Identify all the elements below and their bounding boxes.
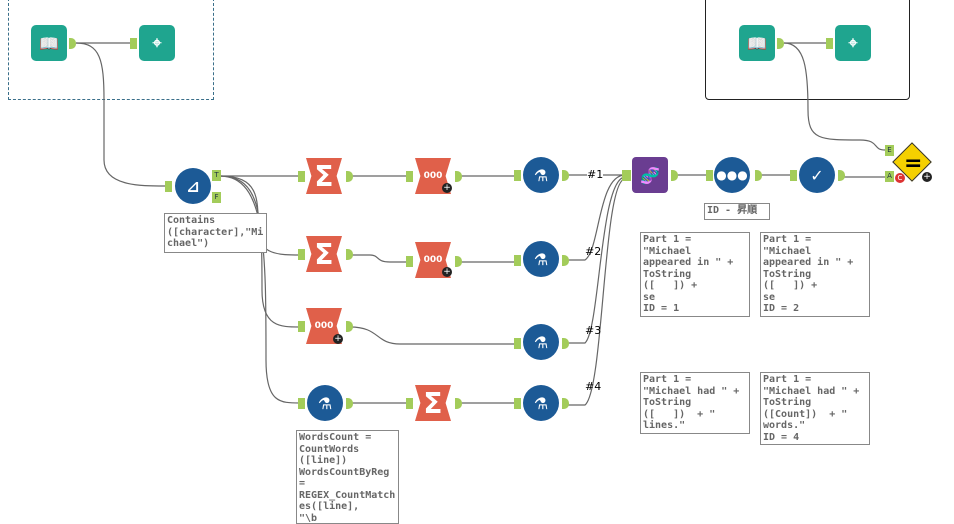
output-anchor[interactable] [455,256,462,267]
output-anchor[interactable] [69,38,76,49]
output-anchor[interactable] [562,170,569,181]
test-e-anchor[interactable]: E [885,145,894,156]
check-icon: ✓ [810,165,824,185]
input-anchor[interactable] [826,38,833,49]
input-data-tool[interactable]: 📖 [31,25,67,61]
filter-annotation: Contains ([character],"Mi chael") [164,213,267,253]
plus-icon: + [442,267,452,277]
wire-label-1: #1 [587,168,604,181]
binoculars-icon: ⌖ [152,33,162,52]
output-anchor[interactable] [671,170,678,181]
dna-icon: 🧬 [640,165,660,185]
book-icon: 📖 [39,33,59,53]
input-anchor[interactable] [298,321,305,332]
union-input-anchor[interactable] [622,170,631,181]
formula-words-annotation: WordsCount = CountWords ([line]) WordsCo… [296,430,399,524]
wire-label-2: #2 [585,245,602,258]
flask-icon: ⚗ [533,165,549,185]
input-anchor[interactable] [298,398,305,409]
flask-icon: ⚗ [317,393,333,413]
input-anchor[interactable] [298,249,305,260]
browse-tool-2[interactable]: ⌖ [835,25,871,61]
input-anchor[interactable] [514,255,521,266]
input-anchor[interactable] [790,170,797,181]
binoculars-icon: ⌖ [848,33,858,52]
test-c-badge: C [895,173,905,183]
input-data-tool-2[interactable]: 📖 [739,25,775,61]
output-anchor[interactable] [562,398,569,409]
formula-annotation-2: Part 1 = "Michael appeared in " + ToStri… [760,232,870,317]
output-anchor[interactable] [455,398,462,409]
plus-icon: + [922,172,932,182]
input-anchor[interactable] [514,398,521,409]
test-a-anchor[interactable]: A [885,171,894,182]
sample-icon: 000 [423,171,443,181]
filter-tool[interactable]: ⊿ [175,168,211,204]
select-tool[interactable]: ✓ [799,157,835,193]
input-anchor[interactable] [130,38,137,49]
output-anchor[interactable] [346,249,353,260]
union-tool[interactable]: 🧬 [632,157,668,193]
plus-icon: + [333,334,343,344]
summarize-tool-3[interactable]: Σ [415,385,451,421]
sample-icon: 000 [423,255,443,265]
formula-tool-1[interactable]: ⚗ [523,157,559,193]
output-anchor[interactable] [838,170,845,181]
filter-true-anchor[interactable]: T [212,170,221,181]
sigma-icon: Σ [314,237,334,271]
output-anchor[interactable] [755,170,762,181]
input-anchor[interactable] [514,170,521,181]
plus-icon: + [442,183,452,193]
equals-icon: = [904,151,923,176]
sigma-icon: Σ [314,159,334,193]
input-anchor[interactable] [165,181,172,192]
output-anchor[interactable] [455,171,462,182]
sort-tool[interactable]: ●●● [714,157,750,193]
book-icon: 📖 [747,33,767,53]
output-anchor[interactable] [562,255,569,266]
output-anchor[interactable] [346,321,353,332]
filter-false-anchor[interactable]: F [212,192,221,203]
formula-annotation-1: Part 1 = "Michael appeared in " + ToStri… [640,232,750,317]
sigma-icon: Σ [423,386,443,420]
input-anchor[interactable] [298,171,305,182]
output-anchor[interactable] [346,398,353,409]
input-anchor[interactable] [406,256,413,267]
sort-annotation: ID - 昇順 [704,203,770,220]
flask-icon: ⚗ [533,249,549,269]
input-anchor[interactable] [406,398,413,409]
input-anchor[interactable] [706,170,713,181]
flask-icon: ⚗ [533,393,549,413]
container-left[interactable] [8,0,214,100]
formula-tool-2[interactable]: ⚗ [523,241,559,277]
formula-tool-3[interactable]: ⚗ [523,324,559,360]
input-anchor[interactable] [406,171,413,182]
output-anchor[interactable] [562,338,569,349]
sample-icon: 000 [314,321,334,331]
formula-annotation-4: Part 1 = "Michael had " + ToString ([Cou… [760,372,870,445]
summarize-tool-1[interactable]: Σ [306,158,342,194]
output-anchor[interactable] [777,38,784,49]
browse-tool[interactable]: ⌖ [139,25,175,61]
summarize-tool-2[interactable]: Σ [306,236,342,272]
formula-annotation-3: Part 1 = "Michael had " + ToString ([ ])… [640,372,750,434]
formula-tool-words[interactable]: ⚗ [307,385,343,421]
output-anchor[interactable] [346,171,353,182]
wire-label-3: #3 [585,324,602,337]
filter-icon: ⊿ [186,176,200,196]
flask-icon: ⚗ [533,332,549,352]
formula-tool-4[interactable]: ⚗ [523,385,559,421]
sort-dots-icon: ●●● [716,168,748,182]
input-anchor[interactable] [514,338,521,349]
wire-label-4: #4 [585,380,602,393]
